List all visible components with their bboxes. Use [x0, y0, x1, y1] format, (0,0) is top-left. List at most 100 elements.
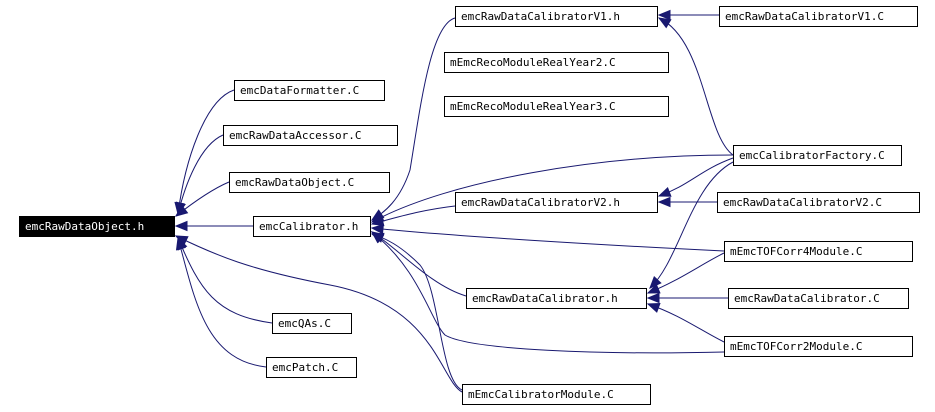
edge-line: [371, 154, 734, 223]
node-box: [728, 288, 909, 309]
edge-emcCalibratorFactory_C-to-emcRawDataCalibratorV1_h: [657, 17, 734, 156]
edge-mEmcTOFCorr4Module_C-to-emcCalibrator_h: [370, 223, 725, 252]
edge-line: [658, 17, 734, 156]
node-label: emcQAs.C: [278, 317, 331, 330]
arrowhead-icon: [646, 283, 661, 294]
node-box: [455, 192, 658, 213]
node-label: mEmcRecoModuleRealYear2.C: [450, 56, 616, 69]
arrowhead-icon: [646, 303, 661, 313]
edge-emcRawDataAccessor_C-to-emcRawDataObject_h: [175, 134, 224, 216]
edge-emcCalibratorFactory_C-to-emcCalibrator_h: [370, 154, 734, 223]
arrowhead-icon: [174, 235, 189, 246]
edge-emcRawDataObject_C-to-emcRawDataObject_h: [174, 181, 230, 217]
nodes-layer: emcRawDataObject.h emcDataFormatter.C emcR…: [19, 6, 920, 405]
arrowhead-icon: [174, 204, 189, 217]
node-label: emcPatch.C: [272, 361, 338, 374]
node-emcDataFormatter_C[interactable]: emcDataFormatter.C: [234, 80, 385, 101]
node-label: emcCalibrator.h: [259, 220, 358, 233]
node-emcCalibrator_h[interactable]: emcCalibrator.h: [253, 216, 371, 237]
edge-line: [175, 235, 463, 393]
arrowhead-icon: [657, 186, 672, 197]
node-emcRawDataCalibratorV1_h[interactable]: emcRawDataCalibratorV1.h: [455, 6, 658, 27]
arrowhead-icon: [174, 220, 188, 232]
node-box: [724, 241, 913, 262]
node-box: [266, 357, 357, 378]
arrowhead-icon: [370, 232, 385, 243]
edge-line: [647, 303, 725, 343]
edge-line: [371, 231, 725, 354]
node-mEmcRecoModuleRealYear2_C[interactable]: mEmcRecoModuleRealYear2.C: [444, 52, 669, 73]
node-label: mEmcTOFCorr4Module.C: [730, 245, 862, 258]
arrowhead-icon: [657, 196, 671, 208]
node-label: emcDataFormatter.C: [240, 84, 359, 97]
node-emcRawDataCalibratorV2_h[interactable]: emcRawDataCalibratorV2.h: [455, 192, 658, 213]
node-emcRawDataCalibratorV1_C[interactable]: emcRawDataCalibratorV1.C: [719, 6, 918, 27]
edge-emcPatch_C-to-emcRawDataObject_h: [175, 236, 267, 368]
node-box: [253, 216, 371, 237]
edge-emcQAs_C-to-emcRawDataObject_h: [177, 236, 273, 324]
node-mEmcCalibratorModule_C[interactable]: mEmcCalibratorModule.C: [462, 384, 651, 405]
edge-emcCalibrator_h-to-emcRawDataObject_h: [174, 220, 253, 232]
arrowhead-icon: [657, 17, 672, 29]
node-mEmcTOFCorr2Module_C[interactable]: mEmcTOFCorr2Module.C: [724, 336, 913, 357]
arrowhead-icon: [370, 223, 384, 235]
node-label: emcRawDataCalibratorV1.C: [725, 10, 884, 23]
node-label: emcRawDataObject.C: [235, 176, 354, 189]
node-box: [719, 6, 918, 27]
node-emcRawDataObject_C[interactable]: emcRawDataObject.C: [229, 172, 390, 193]
node-emcRawDataAccessor_C[interactable]: emcRawDataAccessor.C: [223, 125, 398, 146]
arrowhead-icon: [646, 292, 660, 304]
node-emcRawDataCalibrator_h[interactable]: emcRawDataCalibrator.h: [466, 288, 647, 309]
node-label: mEmcRecoModuleRealYear3.C: [450, 100, 616, 113]
node-label: emcRawDataCalibrator.C: [734, 292, 880, 305]
edge-line: [177, 237, 273, 324]
node-box: [444, 52, 669, 73]
edge-line: [658, 157, 734, 197]
node-label: emcRawDataCalibratorV2.h: [461, 196, 620, 209]
arrowhead-icon: [657, 9, 671, 21]
edge-line: [647, 252, 725, 294]
edge-mEmcTOFCorr4Module_C-to-emcRawDataCalibrator_h: [646, 252, 725, 294]
node-mEmcRecoModuleRealYear3_C[interactable]: mEmcRecoModuleRealYear3.C: [444, 96, 669, 117]
edge-mEmcCalibratorModule_C-to-emcRawDataObject_h: [174, 235, 463, 393]
edges-layer: [174, 9, 734, 393]
edge-emcRawDataCalibratorV1_C-to-emcRawDataCalibratorV1_h: [657, 9, 719, 21]
edge-line: [371, 233, 463, 391]
node-label: mEmcTOFCorr2Module.C: [730, 340, 862, 353]
edge-line: [177, 237, 267, 368]
edge-line: [177, 89, 235, 215]
node-label: emcRawDataCalibratorV1.h: [461, 10, 620, 23]
node-label: mEmcCalibratorModule.C: [468, 388, 614, 401]
edge-mEmcCalibratorModule_C-to-emcCalibrator_h: [370, 232, 463, 391]
node-box: [733, 145, 902, 166]
node-box: [19, 216, 175, 237]
node-label: emcRawDataCalibrator.h: [472, 292, 618, 305]
node-box: [455, 6, 658, 27]
node-box: [462, 384, 651, 405]
node-emcCalibratorFactory_C[interactable]: emcCalibratorFactory.C: [733, 145, 902, 166]
edge-emcRawDataCalibratorV2_C-to-emcRawDataCalibratorV2_h: [657, 196, 717, 208]
edge-emcRawDataCalibrator_C-to-emcRawDataCalibrator_h: [646, 292, 728, 304]
node-box: [223, 125, 398, 146]
node-box: [724, 336, 913, 357]
node-box: [444, 96, 669, 117]
node-label: emcRawDataCalibratorV2.C: [723, 196, 882, 209]
node-label: emcRawDataAccessor.C: [229, 129, 361, 142]
node-box: [717, 192, 920, 213]
arrowhead-icon: [649, 276, 662, 289]
node-emcRawDataCalibrator_C[interactable]: emcRawDataCalibrator.C: [728, 288, 909, 309]
node-emcPatch_C[interactable]: emcPatch.C: [266, 357, 357, 378]
node-box: [272, 313, 352, 334]
node-emcRawDataCalibratorV2_C[interactable]: emcRawDataCalibratorV2.C: [717, 192, 920, 213]
edge-line: [649, 161, 734, 289]
node-mEmcTOFCorr4Module_C[interactable]: mEmcTOFCorr4Module.C: [724, 241, 913, 262]
edge-emcCalibratorFactory_C-to-emcRawDataCalibratorV2_h: [657, 157, 734, 197]
node-emcRawDataObject_h[interactable]: emcRawDataObject.h: [19, 216, 175, 237]
edge-emcCalibratorFactory_C-to-emcRawDataCalibrator_h: [649, 161, 734, 289]
edge-line: [371, 17, 456, 221]
node-box: [229, 172, 390, 193]
node-label: emcRawDataObject.h: [25, 220, 144, 233]
edge-line: [371, 227, 725, 252]
node-emcQAs_C[interactable]: emcQAs.C: [272, 313, 352, 334]
